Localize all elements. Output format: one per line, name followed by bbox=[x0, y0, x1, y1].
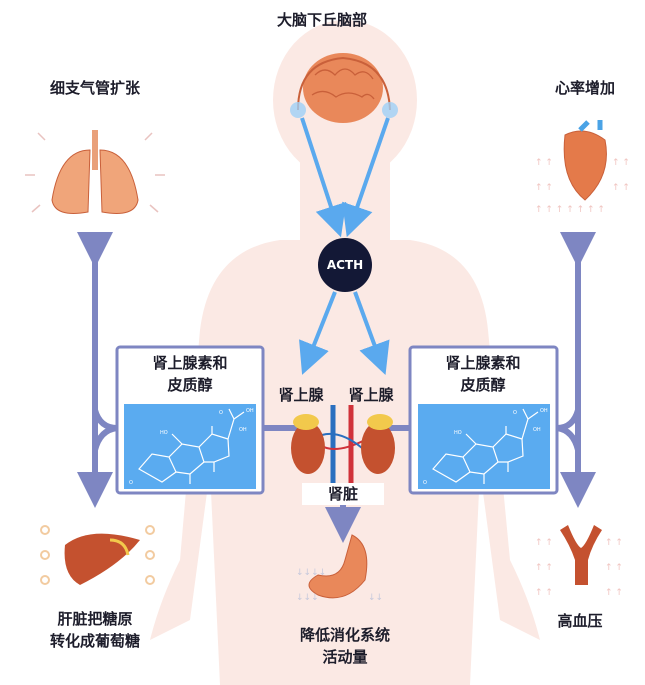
svg-text:↑ ↑: ↑ ↑ bbox=[535, 588, 553, 598]
svg-text:↑ ↑: ↑ ↑ bbox=[612, 183, 630, 193]
bronchi-dilation-label: 细支气管扩张 bbox=[49, 79, 140, 97]
brain-icon bbox=[290, 53, 398, 123]
connectors bbox=[77, 232, 596, 543]
svg-text:↓↓↓: ↓↓↓ bbox=[296, 593, 319, 603]
liver-label-2: 转化成葡萄糖 bbox=[49, 632, 140, 650]
svg-text:↑ ↑: ↑ ↑ bbox=[535, 563, 553, 573]
hormone-arrows bbox=[299, 117, 390, 376]
adrenal-right-label: 肾上腺 bbox=[348, 386, 394, 404]
svg-text:↑ ↑: ↑ ↑ bbox=[605, 588, 623, 598]
svg-text:↑ ↑: ↑ ↑ bbox=[535, 538, 553, 548]
heart-icon: ↑ ↑ ↑ ↑ ↑ ↑ ↑ ↑ ↑ ↑ ↑ ↑ ↑ ↑ ↑ bbox=[535, 120, 630, 215]
right-box-title-1: 肾上腺素和 bbox=[445, 354, 521, 372]
acth-circle bbox=[318, 238, 372, 292]
stomach-icon: ↓↓↓↓↓↓↓↓↓ bbox=[296, 534, 383, 603]
svg-text:↓↓↓↓: ↓↓↓↓ bbox=[296, 568, 326, 578]
liver-icon bbox=[40, 525, 155, 585]
left-box-title-1: 肾上腺素和 bbox=[152, 354, 228, 372]
svg-text:↑ ↑: ↑ ↑ bbox=[605, 538, 623, 548]
hypothalamus-label: 大脑下丘脑部 bbox=[276, 11, 367, 29]
svg-text:↓↓: ↓↓ bbox=[368, 593, 383, 603]
svg-text:↑ ↑: ↑ ↑ bbox=[605, 563, 623, 573]
svg-text:↑ ↑ ↑ ↑ ↑ ↑ ↑: ↑ ↑ ↑ ↑ ↑ ↑ ↑ bbox=[535, 205, 605, 215]
digestion-label-2: 活动量 bbox=[322, 648, 368, 666]
lungs-icon bbox=[25, 130, 165, 214]
svg-text:↑ ↑: ↑ ↑ bbox=[535, 183, 553, 193]
adrenal-left-label: 肾上腺 bbox=[278, 386, 324, 404]
blood-vessel-icon: ↑ ↑ ↑ ↑ ↑ ↑ ↑ ↑ ↑ ↑ ↑ ↑ bbox=[535, 525, 623, 598]
kidney-icon bbox=[291, 405, 395, 485]
svg-text:↑ ↑: ↑ ↑ bbox=[612, 158, 630, 168]
heart-rate-label: 心率增加 bbox=[554, 79, 615, 97]
svg-text:↑ ↑: ↑ ↑ bbox=[535, 158, 553, 168]
left-cortisol-molecule bbox=[123, 403, 257, 490]
kidney-label: 肾脏 bbox=[327, 485, 358, 503]
acth-label: ACTH bbox=[326, 258, 364, 272]
blood-pressure-label: 高血压 bbox=[557, 612, 603, 630]
digestion-label-1: 降低消化系统 bbox=[299, 626, 390, 644]
kidney-label-bg bbox=[302, 483, 384, 505]
liver-label-1: 肝脏把糖原 bbox=[57, 610, 133, 628]
right-box-title-2: 皮质醇 bbox=[460, 376, 506, 394]
left-box-title-2: 皮质醇 bbox=[167, 376, 213, 394]
right-cortisol-molecule bbox=[417, 403, 551, 490]
